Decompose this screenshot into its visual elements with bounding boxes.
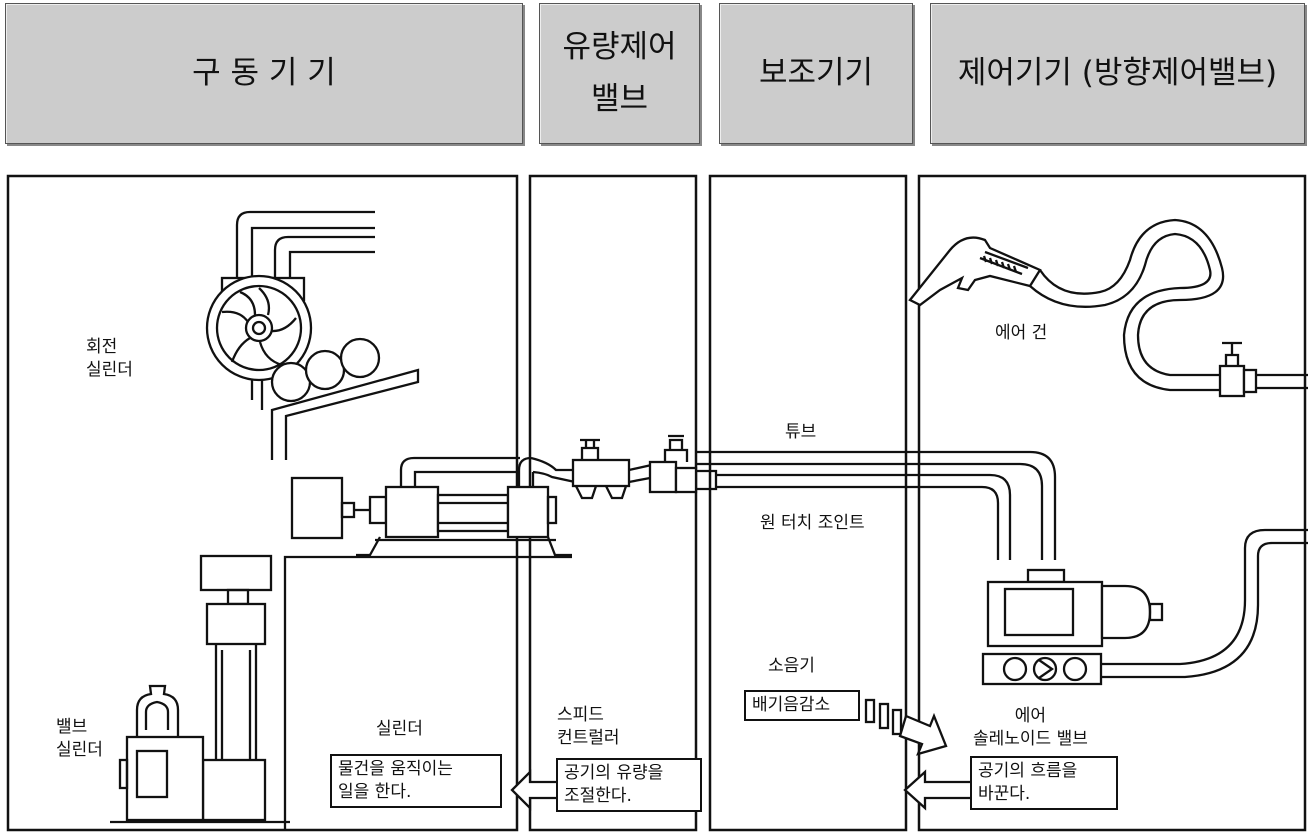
exhaust-symbol bbox=[864, 698, 948, 756]
air-gun bbox=[908, 218, 1308, 398]
speed-line1: 스피드 bbox=[557, 705, 604, 725]
panel-auxiliary bbox=[708, 174, 908, 832]
speed-controller bbox=[530, 434, 718, 500]
arrow-speed-to-cylinder bbox=[510, 769, 556, 811]
header-actuator: 구 동 기 기 bbox=[5, 3, 523, 144]
note-solenoid-line1: 공기의 흐름을 bbox=[978, 761, 1078, 781]
panel-control bbox=[917, 174, 1307, 832]
note-speed-line1: 공기의 유량을 bbox=[564, 763, 664, 783]
label-air-gun: 에어 건 bbox=[995, 323, 1048, 343]
note-speed-line2: 조절한다. bbox=[564, 785, 632, 806]
solenoid-line1: 에어 bbox=[1014, 706, 1047, 726]
header-control-text: 제어기기 (방향제어밸브) bbox=[957, 54, 1278, 91]
note-exhaust: 배기음감소 bbox=[744, 690, 860, 721]
rotary-line2: 실린더 bbox=[86, 359, 133, 380]
header-auxiliary-text: 보조기기 bbox=[758, 54, 874, 91]
arrow-solenoid-to-aux bbox=[903, 769, 970, 811]
header-flow-line1: 유량제어 bbox=[562, 29, 677, 66]
header-auxiliary: 보조기기 bbox=[719, 3, 913, 144]
floor-line bbox=[283, 555, 572, 830]
valve-cyl-line1: 밸브 bbox=[56, 717, 88, 737]
solenoid-valve bbox=[981, 528, 1308, 686]
header-actuator-text: 구 동 기 기 bbox=[192, 54, 336, 91]
valve-cyl-line2: 실린더 bbox=[56, 739, 103, 760]
note-cylinder-line2: 일을 한다. bbox=[338, 781, 412, 802]
linear-cylinder bbox=[290, 456, 572, 557]
note-cylinder-line1: 물건을 움직이는 bbox=[338, 759, 453, 779]
tubes bbox=[696, 450, 1057, 560]
rotary-line1: 회전 bbox=[86, 337, 118, 357]
speed-line2: 컨트럴러 bbox=[557, 727, 620, 748]
header-control: 제어기기 (방향제어밸브) bbox=[930, 3, 1305, 144]
note-solenoid-line2: 바꾼다. bbox=[978, 783, 1031, 804]
label-cylinder: 실린더 bbox=[376, 719, 423, 739]
label-silencer: 소음기 bbox=[768, 656, 815, 676]
label-tube: 튜브 bbox=[785, 422, 817, 442]
rotary-cylinder bbox=[205, 210, 420, 460]
solenoid-line2: 솔레노이드 밸브 bbox=[973, 728, 1088, 749]
valve-cylinder bbox=[110, 554, 290, 824]
header-flow-line2: 밸브 bbox=[590, 80, 649, 117]
label-one-touch-joint: 원 터치 조인트 bbox=[760, 513, 865, 533]
